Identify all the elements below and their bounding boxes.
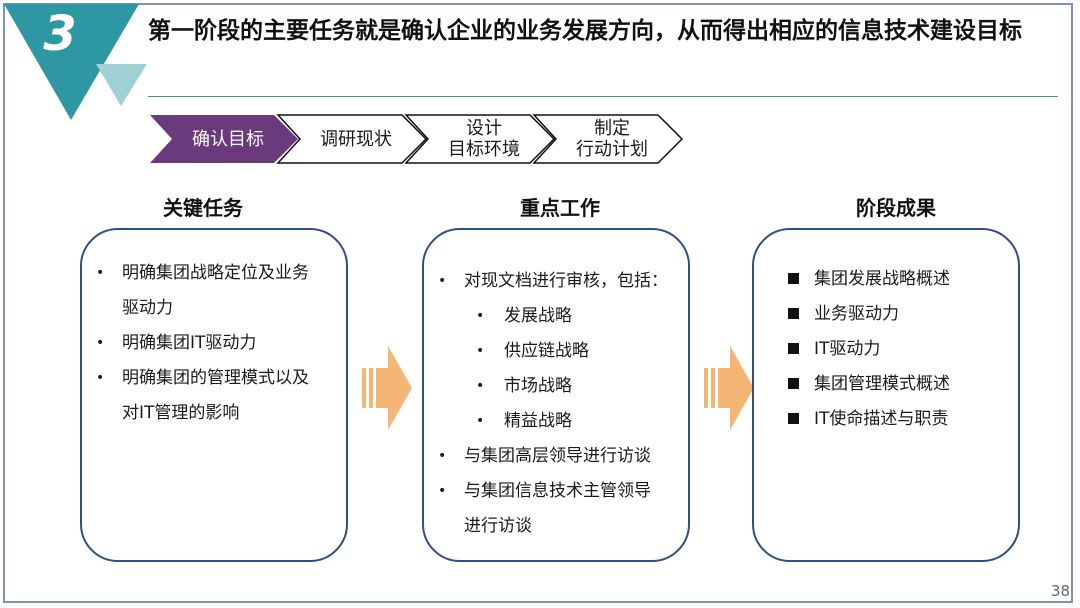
list-item: 对IT管理的影响 xyxy=(122,403,240,423)
bullet-dot: • xyxy=(96,370,105,386)
key-work-box: •对现文档进行审核，包括： •发展战略 •供应链战略 •市场战略 •精益战略 •… xyxy=(422,228,690,562)
list-item: •明确集团的管理模式以及 xyxy=(96,361,336,396)
bullet-dot: • xyxy=(476,343,485,359)
bullet-dot: • xyxy=(96,335,105,351)
bullet-dot: • xyxy=(438,448,447,464)
list-item: 集团发展战略概述 xyxy=(788,262,1012,297)
step-chevron-2 xyxy=(276,114,428,164)
list-item: •与集团信息技术主管领导 xyxy=(438,474,686,509)
key-work-list: •对现文档进行审核，包括： •发展战略 •供应链战略 •市场战略 •精益战略 •… xyxy=(438,264,686,544)
bullet-square-icon xyxy=(788,308,799,319)
key-tasks-list: •明确集团战略定位及业务 驱动力 •明确集团IT驱动力 •明确集团的管理模式以及… xyxy=(96,256,336,431)
list-item: 集团管理模式概述 xyxy=(788,367,1012,402)
step-chevron-4 xyxy=(532,114,684,164)
process-chevrons xyxy=(150,114,684,164)
bullet-dot: • xyxy=(476,308,485,324)
heading-results: 阶段成果 xyxy=(856,196,936,220)
bullet-square-icon xyxy=(788,413,799,424)
list-item: •与集团高层领导进行访谈 xyxy=(438,439,686,474)
list-item: IT使命描述与职责 xyxy=(788,402,1012,437)
results-box: 集团发展战略概述 业务驱动力 IT驱动力 集团管理模式概述 IT使命描述与职责 xyxy=(752,228,1020,562)
bullet-dot: • xyxy=(438,483,447,499)
list-item: •精益战略 xyxy=(438,404,686,439)
list-item: •发展战略 xyxy=(438,299,686,334)
process-steps: 确认目标 调研现状 设计 目标环境 制定 行动计划 xyxy=(150,114,690,164)
slide-title: 第一阶段的主要任务就是确认企业的业务发展方向，从而得出相应的信息技术建设目标 xyxy=(148,18,1022,44)
bullet-dot: • xyxy=(476,413,485,429)
flow-arrow-right-icon xyxy=(704,346,754,430)
flow-arrow-right-icon xyxy=(362,346,412,430)
title-divider xyxy=(148,96,1058,97)
key-tasks-box: •明确集团战略定位及业务 驱动力 •明确集团IT驱动力 •明确集团的管理模式以及… xyxy=(80,228,348,562)
list-item: 驱动力 xyxy=(122,298,173,318)
list-item: •市场战略 xyxy=(438,369,686,404)
list-item: •明确集团IT驱动力 xyxy=(96,326,336,361)
corner-triangle-decoration xyxy=(4,4,147,120)
bullet-square-icon xyxy=(788,378,799,389)
list-item: •对现文档进行审核，包括： xyxy=(438,264,686,299)
bullet-dot: • xyxy=(96,265,105,281)
step-label-2: 调研现状 xyxy=(320,128,392,150)
step-chevron-1 xyxy=(150,115,298,163)
list-item: 业务驱动力 xyxy=(788,297,1012,332)
heading-key-tasks: 关键任务 xyxy=(163,196,243,220)
list-item: 进行访谈 xyxy=(464,516,532,536)
slide-frame xyxy=(3,3,1073,603)
step-label-3: 设计 目标环境 xyxy=(448,118,520,160)
step-chevron-3 xyxy=(404,114,556,164)
bullet-square-icon xyxy=(788,273,799,284)
page-number: 38 xyxy=(1050,582,1070,600)
slide-number: 3 xyxy=(43,6,77,62)
bullet-square-icon xyxy=(788,343,799,354)
bullet-dot: • xyxy=(476,378,485,394)
step-label-4: 制定 行动计划 xyxy=(576,118,648,160)
step-label-1: 确认目标 xyxy=(192,128,264,150)
list-item: IT驱动力 xyxy=(788,332,1012,367)
list-item: •供应链战略 xyxy=(438,334,686,369)
results-list: 集团发展战略概述 业务驱动力 IT驱动力 集团管理模式概述 IT使命描述与职责 xyxy=(788,262,1012,437)
list-item: •明确集团战略定位及业务 xyxy=(96,256,336,291)
bullet-dot: • xyxy=(438,273,447,289)
heading-key-work: 重点工作 xyxy=(520,196,600,220)
